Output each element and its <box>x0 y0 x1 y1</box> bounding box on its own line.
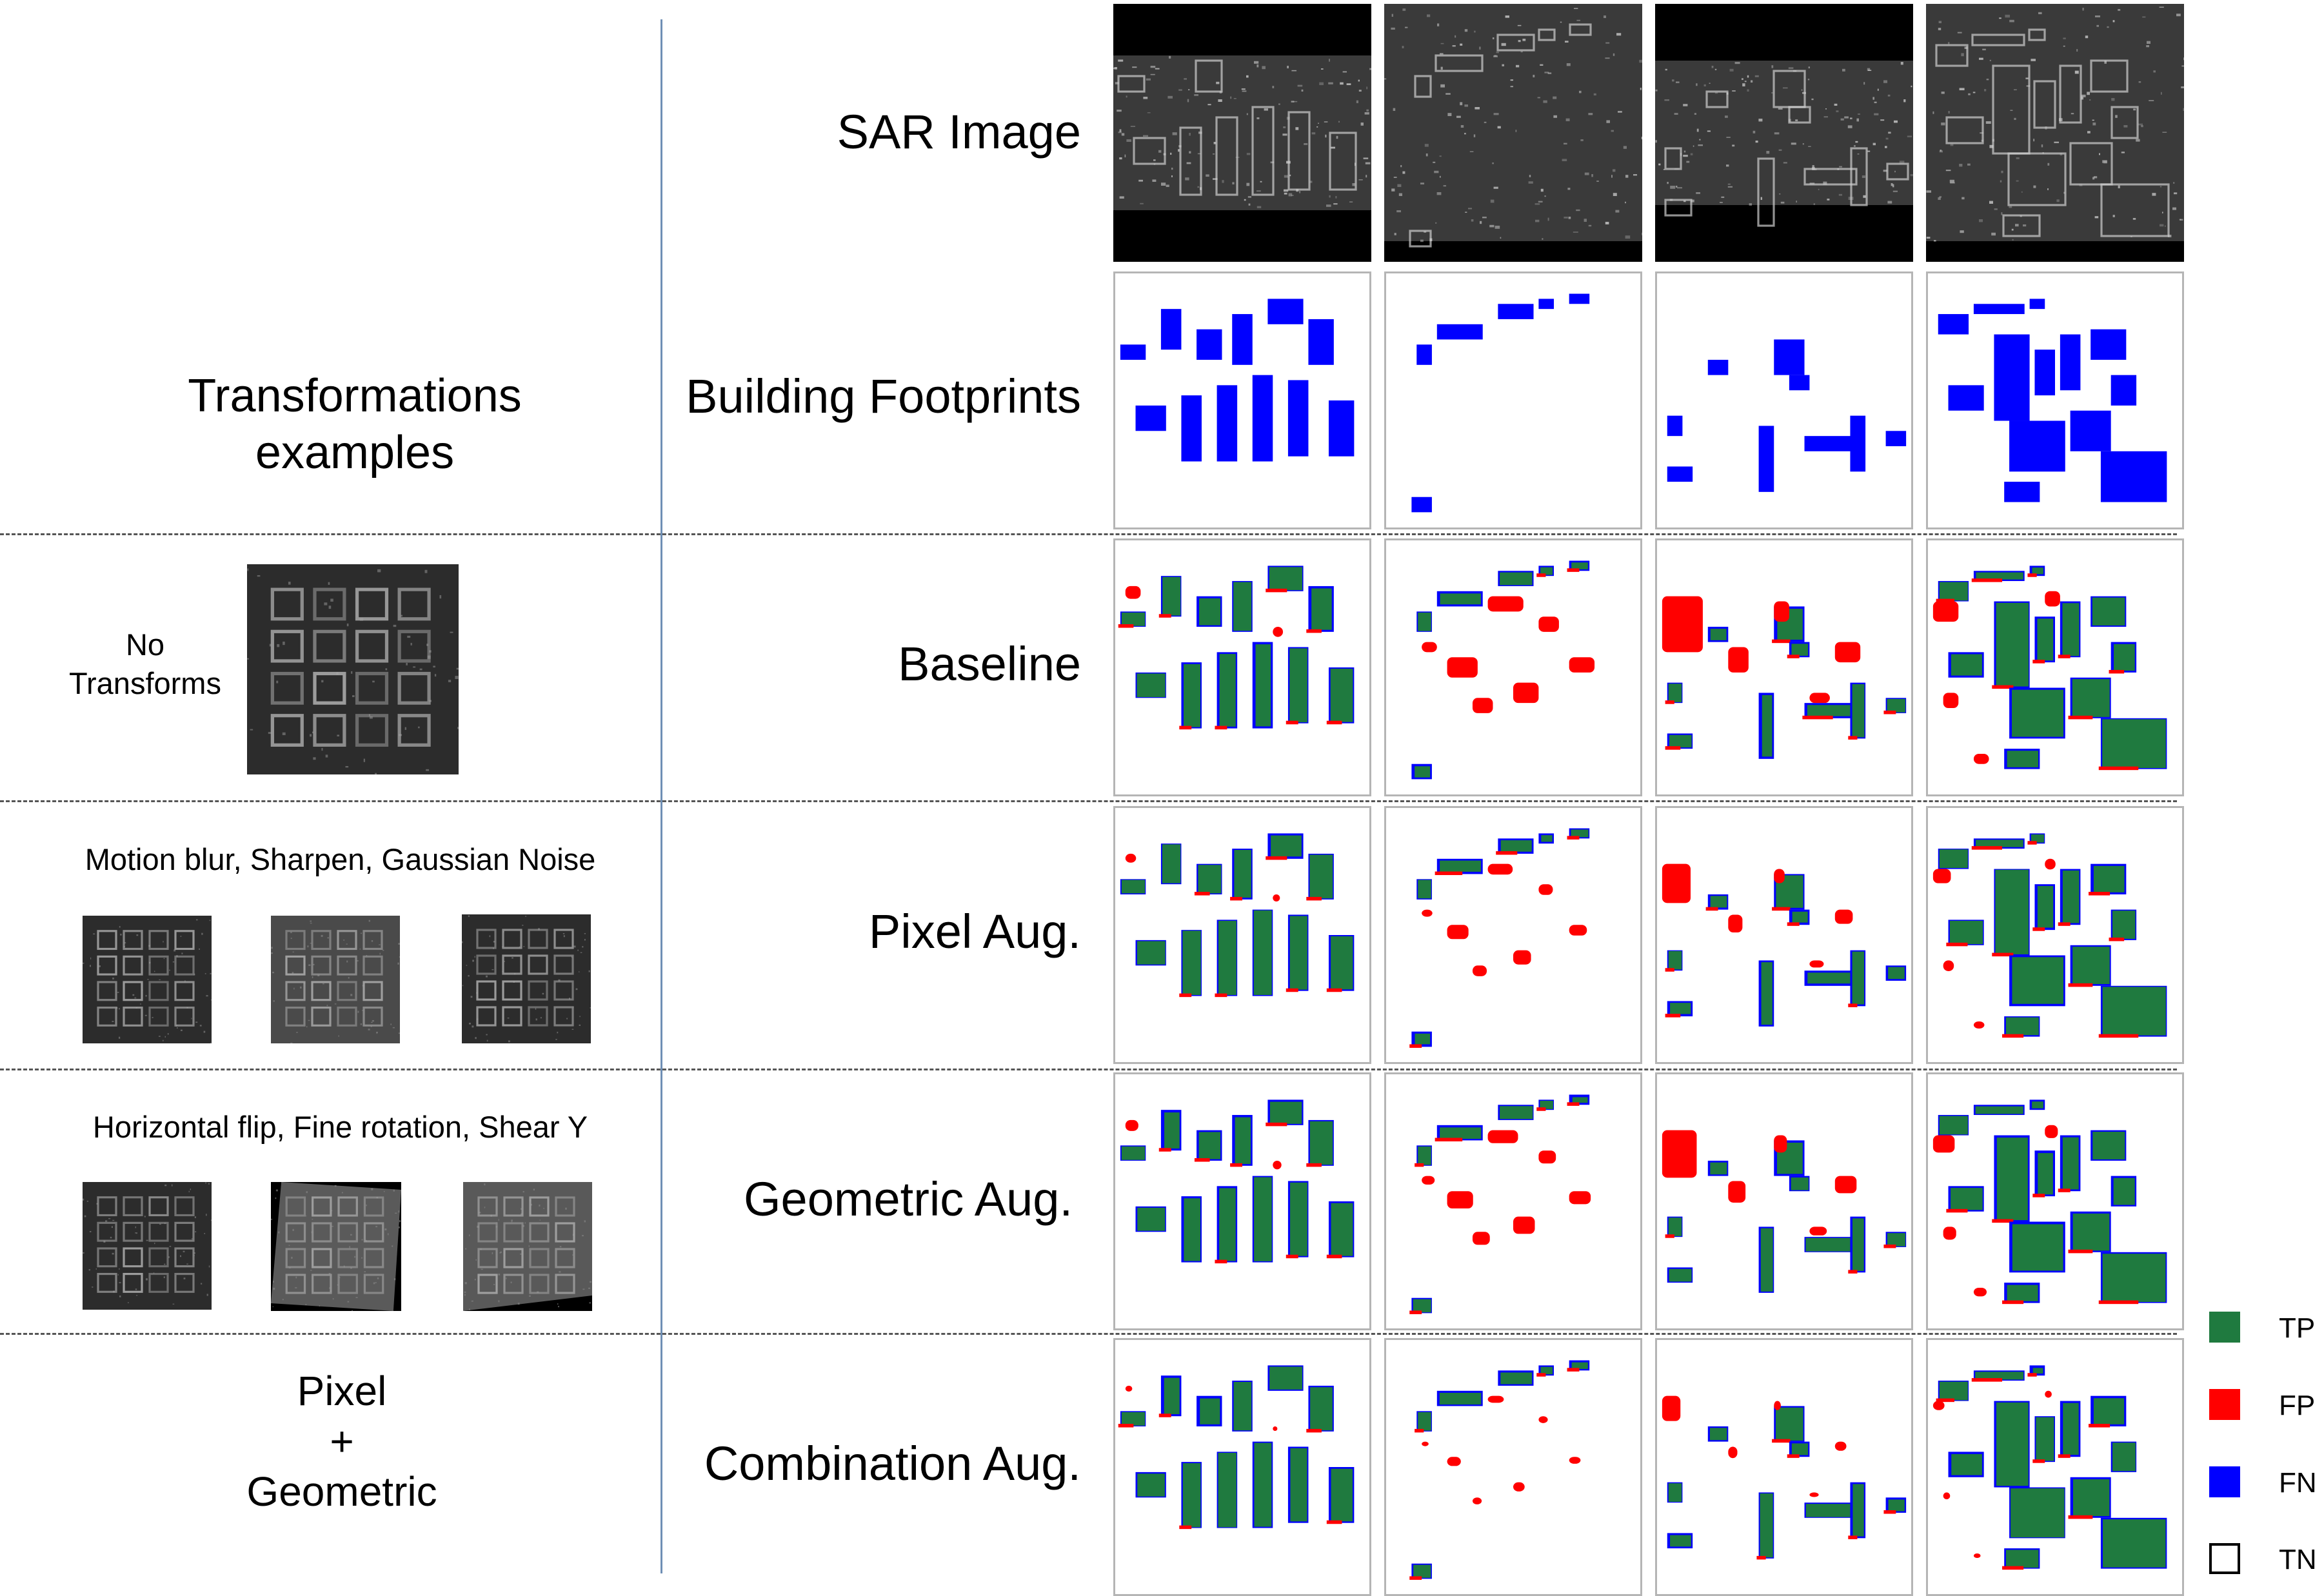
legend-label-fp: FP <box>2279 1390 2316 1421</box>
tile-combination-aug-2 <box>1384 1338 1642 1596</box>
tile-baseline-4 <box>1926 538 2184 796</box>
left-title-line-1: Transformations <box>188 370 522 422</box>
sar-thumbnail-original <box>247 564 459 774</box>
tile-baseline-3 <box>1655 538 1913 796</box>
tile-combination-aug-1 <box>1113 1338 1371 1596</box>
sar-thumbnail-shear-y <box>463 1182 592 1311</box>
sar-thumbnail-horizontal-flip <box>83 1182 212 1310</box>
tile-baseline-2 <box>1384 538 1642 796</box>
caption-combination: Pixel + Geometric <box>213 1366 471 1517</box>
tile-combination-aug-3 <box>1655 1338 1913 1596</box>
tile-sar-image-1 <box>1113 4 1371 262</box>
tile-building-footprints-2 <box>1384 271 1642 529</box>
caption-combination-line-2: + <box>330 1418 354 1464</box>
vertical-divider <box>660 19 662 1573</box>
tile-geometric-aug-2 <box>1384 1072 1642 1330</box>
tile-combination-aug-4 <box>1926 1338 2184 1596</box>
row-label-building-footprints: Building Footprints <box>686 369 1081 423</box>
caption-no-transforms: No Transforms <box>39 626 252 703</box>
legend-label-tp: TP <box>2279 1312 2316 1344</box>
tile-baseline-1 <box>1113 538 1371 796</box>
legend-label-fn: FN <box>2279 1467 2317 1499</box>
row-label-combination-aug: Combination Aug. <box>704 1437 1081 1490</box>
legend-swatch-fn <box>2209 1466 2240 1497</box>
legend-swatch-tp <box>2209 1312 2240 1343</box>
tile-building-footprints-1 <box>1113 271 1371 529</box>
row-label-baseline: Baseline <box>898 637 1081 691</box>
separator-2 <box>0 800 2177 802</box>
legend-swatch-fp <box>2209 1389 2240 1420</box>
tile-sar-image-3 <box>1655 4 1913 262</box>
caption-combination-line-3: Geometric <box>246 1468 437 1515</box>
left-title-line-2: examples <box>255 427 455 478</box>
sar-thumbnail-motion-blur <box>83 916 212 1043</box>
separator-4 <box>0 1333 2177 1335</box>
caption-combination-line-1: Pixel <box>297 1368 387 1414</box>
row-label-sar-image: SAR Image <box>837 105 1081 159</box>
tile-pixel-aug-2 <box>1384 806 1642 1064</box>
sar-thumbnail-sharpen <box>271 916 400 1043</box>
caption-pixel-aug: Motion blur, Sharpen, Gaussian Noise <box>84 842 596 876</box>
left-title: Transformations examples <box>97 368 613 481</box>
tile-pixel-aug-1 <box>1113 806 1371 1064</box>
row-label-geometric-aug: Geometric Aug. <box>743 1172 1073 1226</box>
tile-pixel-aug-3 <box>1655 806 1913 1064</box>
legend-swatch-tn <box>2209 1543 2240 1574</box>
caption-no-transforms-line-2: Transforms <box>69 666 221 700</box>
sar-thumbnail-fine-rotation <box>271 1182 401 1311</box>
separator-1 <box>0 533 2177 535</box>
separator-3 <box>0 1069 2177 1070</box>
caption-no-transforms-line-1: No <box>125 627 165 662</box>
tile-geometric-aug-3 <box>1655 1072 1913 1330</box>
tile-sar-image-4 <box>1926 4 2184 262</box>
tile-geometric-aug-1 <box>1113 1072 1371 1330</box>
tile-geometric-aug-4 <box>1926 1072 2184 1330</box>
caption-geometric-aug: Horizontal flip, Fine rotation, Shear Y <box>92 1110 588 1144</box>
row-label-pixel-aug: Pixel Aug. <box>868 905 1081 958</box>
sar-thumbnail-gaussian-noise <box>462 914 591 1043</box>
tile-sar-image-2 <box>1384 4 1642 262</box>
legend-label-tn: TN <box>2279 1544 2317 1575</box>
tile-pixel-aug-4 <box>1926 806 2184 1064</box>
tile-building-footprints-3 <box>1655 271 1913 529</box>
tile-building-footprints-4 <box>1926 271 2184 529</box>
